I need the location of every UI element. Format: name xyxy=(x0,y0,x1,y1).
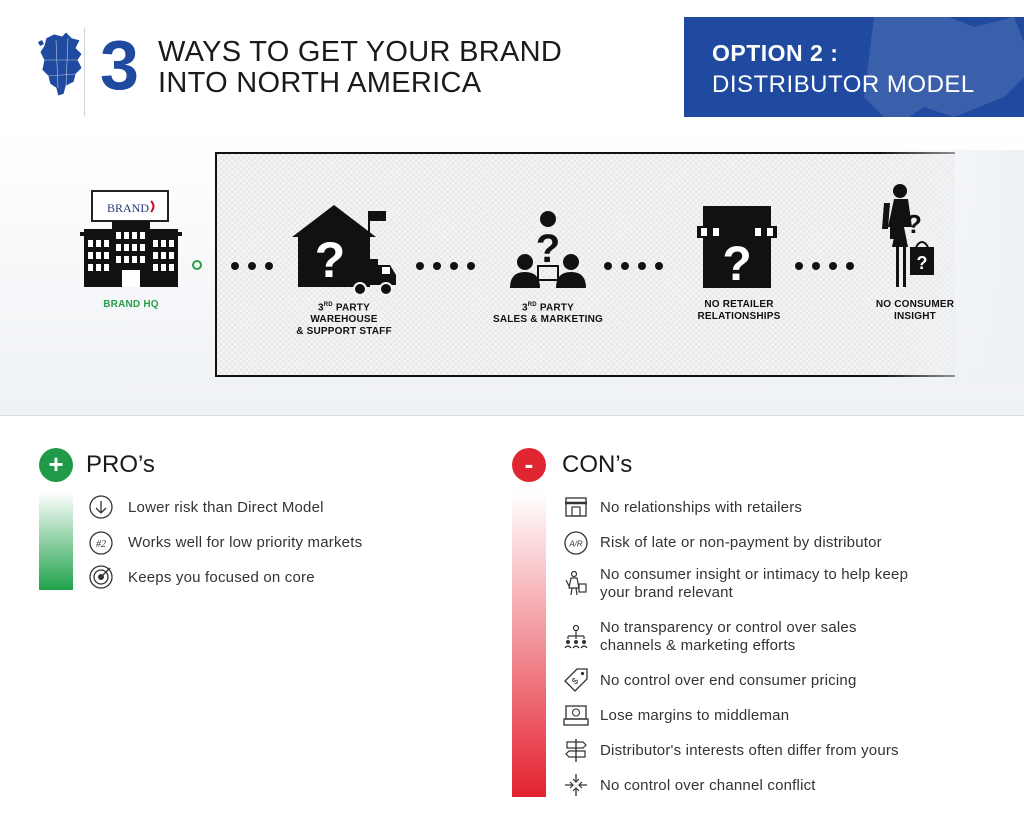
pros-gradient-bar xyxy=(39,492,73,590)
con-item-8: No control over channel conflict xyxy=(600,777,816,794)
svg-text:?: ? xyxy=(315,232,346,288)
number-two-icon: #2 xyxy=(89,531,113,555)
svg-text:?: ? xyxy=(917,253,928,273)
north-america-map-icon xyxy=(38,31,83,97)
brand-hq-label: BRAND HQ xyxy=(103,299,159,310)
brand-hq-building-icon: BRAND xyxy=(80,190,182,287)
con-item-3: No consumer insight or intimacy to help … xyxy=(600,566,909,601)
down-arrow-circle-icon xyxy=(89,495,113,519)
ar-circle-icon: A/R xyxy=(564,531,588,555)
shopper-icon: ? ? xyxy=(882,184,934,287)
connector-dots-1 xyxy=(231,262,282,270)
title-line-2: INTO NORTH AMERICA xyxy=(158,67,482,99)
shopper-small-icon xyxy=(565,570,587,596)
con-item-4: No transparency or control over sales ch… xyxy=(600,619,857,654)
connector-dots-3 xyxy=(604,262,672,270)
conflict-arrows-icon xyxy=(565,774,587,796)
svg-text:?: ? xyxy=(906,209,922,239)
option-name: DISTRIBUTOR MODEL xyxy=(712,71,975,98)
cons-title: CON’s xyxy=(562,451,633,478)
target-icon xyxy=(89,565,113,589)
pro-item-1: Lower risk than Direct Model xyxy=(128,499,324,516)
retail-store-icon: ? xyxy=(697,206,777,290)
connector-dots-2 xyxy=(416,262,484,270)
node-consumer-label: NO CONSUMER INSIGHT xyxy=(875,299,955,322)
page-title: WAYS TO GET YOUR BRAND INTO NORTH AMERIC… xyxy=(158,37,562,99)
price-tag-icon: $ xyxy=(564,668,588,692)
band-divider xyxy=(0,415,1024,416)
con-item-6: Lose margins to middleman xyxy=(600,707,790,724)
option-banner: OPTION 2 : DISTRIBUTOR MODEL xyxy=(684,17,1024,117)
svg-text:A/R: A/R xyxy=(568,540,583,549)
node-sales-label: 3RD PARTY SALES & MARKETING xyxy=(492,302,604,326)
cons-gradient-bar xyxy=(512,492,546,797)
storefront-icon xyxy=(565,497,587,517)
svg-text:$: $ xyxy=(570,676,581,687)
brand-sign-text: BRAND xyxy=(107,201,149,215)
con-item-5: No control over end consumer pricing xyxy=(600,672,857,689)
connector-dots-4 xyxy=(795,262,863,270)
warehouse-truck-icon: ? xyxy=(292,205,396,296)
org-chart-icon xyxy=(564,624,588,649)
header: 3 WAYS TO GET YOUR BRAND INTO NORTH AMER… xyxy=(0,0,1024,130)
map-watermark-icon xyxy=(864,17,1024,117)
node-warehouse-label: 3RD PARTY WAREHOUSE & SUPPORT STAFF xyxy=(296,302,392,338)
node-retailer-label: NO RETAILER RELATIONSHIPS xyxy=(697,299,781,322)
svg-text:#2: #2 xyxy=(96,539,106,550)
big-number: 3 xyxy=(100,26,139,104)
svg-text:?: ? xyxy=(722,238,751,290)
pros-title: PRO’s xyxy=(86,451,155,478)
header-divider xyxy=(84,28,85,116)
con-item-7: Distributor's interests often differ fro… xyxy=(600,742,899,759)
signpost-icon xyxy=(565,739,587,762)
sales-team-icon: ? xyxy=(510,211,586,288)
title-line-1: WAYS TO GET YOUR BRAND xyxy=(158,36,563,68)
con-item-2: Risk of late or non-payment by distribut… xyxy=(600,534,882,551)
minus-icon: - xyxy=(512,448,546,482)
pro-item-3: Keeps you focused on core xyxy=(128,569,315,586)
option-number: OPTION 2 : xyxy=(712,40,839,66)
pro-item-2: Works well for low priority markets xyxy=(128,534,363,551)
plus-icon: + xyxy=(39,448,73,482)
cash-register-icon xyxy=(563,705,589,726)
start-ring xyxy=(192,260,202,270)
svg-text:?: ? xyxy=(536,227,560,271)
con-item-1: No relationships with retailers xyxy=(600,499,803,516)
